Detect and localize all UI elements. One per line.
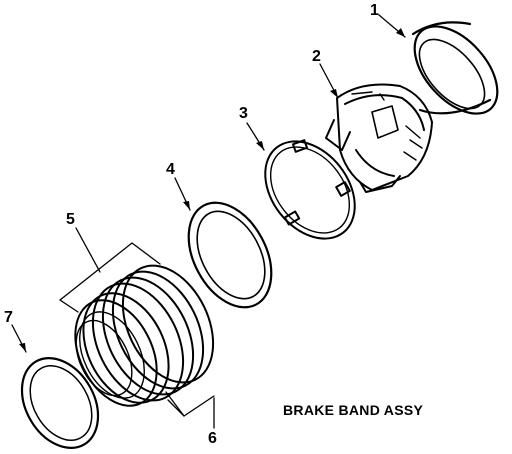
diagram-caption: BRAKE BAND ASSY — [283, 402, 424, 418]
part-7-snap-ring — [20, 356, 100, 450]
part-1-drum-ring — [411, 21, 499, 115]
callout-5: 5 — [66, 211, 75, 228]
part-4-pressure-plate — [187, 201, 273, 309]
part-2-band-housing — [325, 83, 433, 193]
callout-1: 1 — [370, 2, 379, 19]
part-5-6-clutch-pack — [74, 264, 215, 407]
callout-2: 2 — [312, 48, 321, 65]
arrowheads — [19, 28, 405, 352]
part-3-clip-ring — [264, 139, 356, 240]
callout-6: 6 — [208, 430, 217, 447]
callout-4: 4 — [166, 161, 175, 178]
callout-3: 3 — [239, 105, 248, 122]
callout-7: 7 — [4, 309, 13, 326]
